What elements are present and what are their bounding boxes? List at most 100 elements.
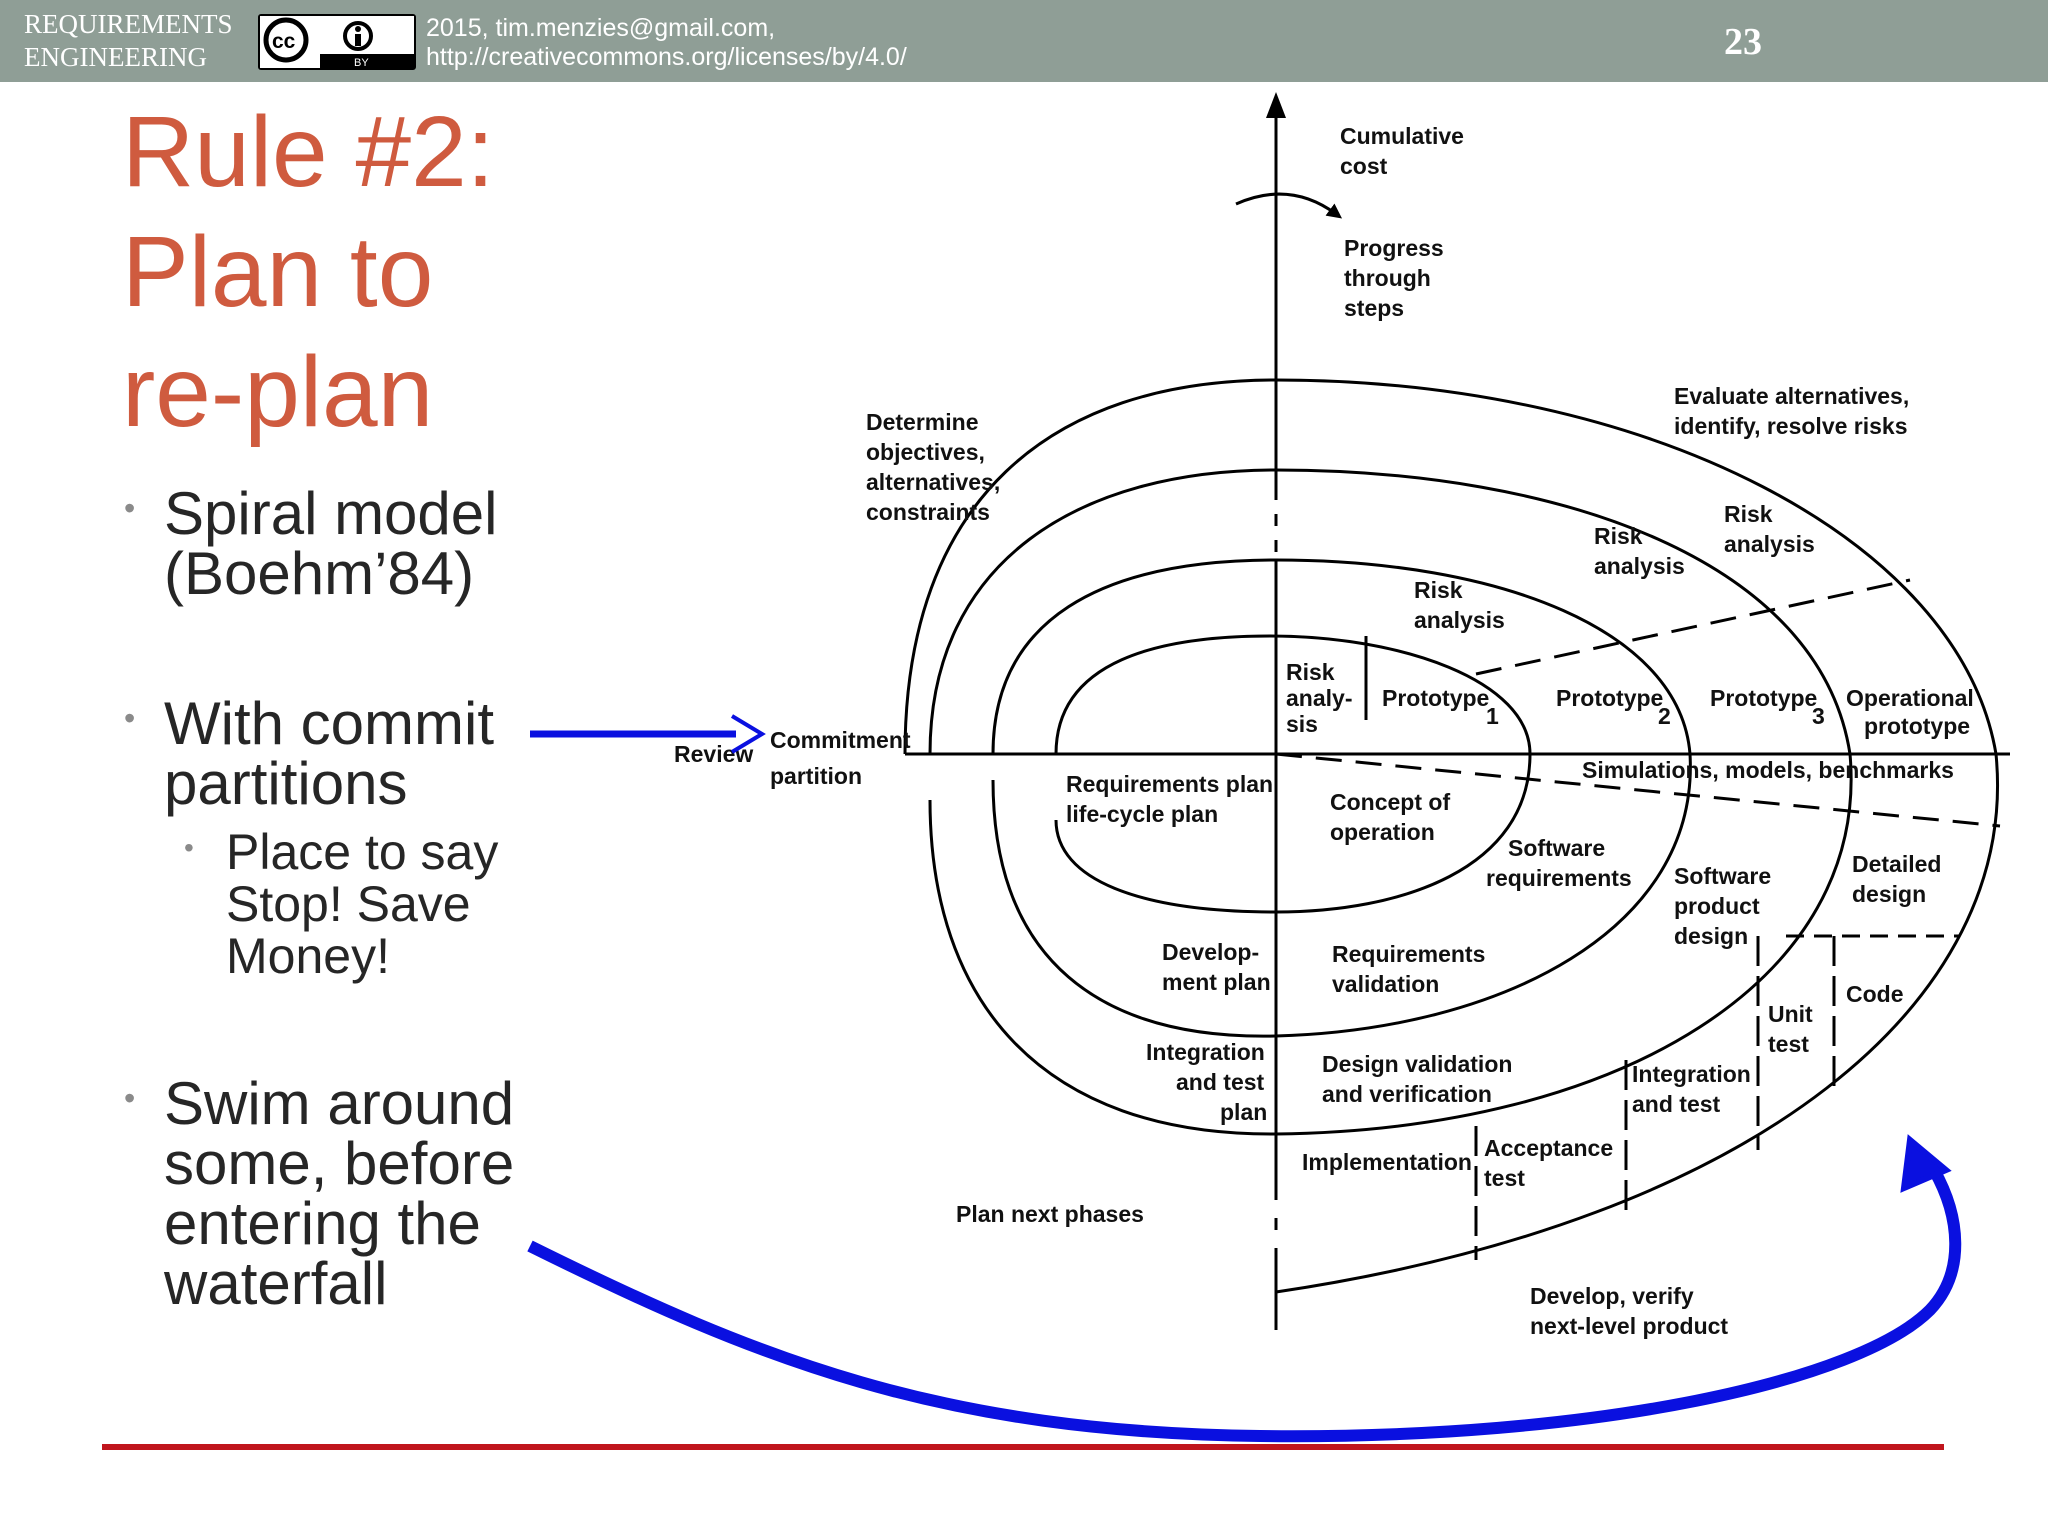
risk-analysis-inner-label: Risk [1286, 659, 1335, 685]
waterfall-arrow [527, 1167, 1962, 1443]
risk-analysis-label: analysis [1724, 531, 1815, 557]
unit-test-label: test [1768, 1031, 1809, 1057]
detailed-design-label: design [1852, 881, 1926, 907]
progress-label: steps [1344, 295, 1404, 321]
bullet-spiral-model: Spiral model (Boehm’84) [120, 478, 498, 607]
bullet-line: entering the [164, 1190, 481, 1257]
software-requirements-label: requirements [1486, 865, 1632, 891]
cc-by-icon: cc BY [260, 16, 414, 69]
requirements-validation-label: validation [1332, 971, 1439, 997]
course-title-line1: REQUIREMENTS [24, 9, 233, 39]
course-title-line2: ENGINEERING [24, 42, 207, 72]
license-line1: 2015, tim.menzies@gmail.com, [426, 14, 776, 42]
risk-analysis-label: Risk [1594, 523, 1643, 549]
bullet-commit-partitions: With commit partitions Place to say Stop… [120, 688, 499, 984]
code-label: Code [1846, 981, 1904, 1007]
operational-prototype-label: Operational [1846, 685, 1974, 711]
evaluate-alternatives-label: Evaluate alternatives, [1674, 383, 1909, 409]
software-product-design-label: product [1674, 893, 1760, 919]
axis-arrowhead-icon [1266, 92, 1286, 118]
diagram-dividers [1275, 578, 2001, 1260]
prototype-2-label: Prototype [1556, 685, 1663, 711]
development-plan-label: ment plan [1162, 969, 1271, 995]
bullet-text: With commit partitions [120, 688, 498, 814]
risk-analysis-label: analysis [1594, 553, 1685, 579]
determine-objectives-label: Determine [866, 409, 978, 435]
bullet-text: Spiral model (Boehm’84) [120, 478, 498, 607]
commitment-label: Commitment [770, 727, 911, 753]
cumulative-cost-label: cost [1340, 153, 1388, 179]
bullet-line: Swim around [164, 1070, 515, 1137]
sub-bullet-line: Place to say [226, 824, 499, 880]
bullet-line: some, before [164, 1130, 515, 1197]
implementation-label: Implementation [1302, 1149, 1472, 1175]
develop-verify-label: Develop, verify [1530, 1283, 1694, 1309]
spiral-loop-1 [1054, 634, 1532, 914]
slide-header: REQUIREMENTS ENGINEERING cc BY 2015, tim… [0, 0, 2048, 82]
unit-test-label: Unit [1768, 1001, 1813, 1027]
bullet-line: With commit [164, 690, 494, 757]
risk-analysis-inner-label: sis [1286, 711, 1318, 737]
sub-bullet-line: Money! [226, 928, 390, 984]
simulations-label: Simulations, models, benchmarks [1582, 757, 1954, 783]
design-validation-label: Design validation [1322, 1051, 1512, 1077]
bottom-rule [102, 1444, 1944, 1450]
spiral-loop-2 [991, 558, 1692, 1038]
spiral-loops [903, 378, 1999, 1294]
progress-label: through [1344, 265, 1431, 291]
integration-test-plan-label: plan [1220, 1099, 1267, 1125]
spiral-loop-4 [903, 378, 1999, 1294]
license-text: 2015, tim.menzies@gmail.com, http://crea… [426, 14, 907, 72]
spiral-loop-3 [928, 468, 1853, 1136]
bullet-line: (Boehm’84) [164, 540, 475, 607]
determine-objectives-label: alternatives, [866, 469, 1000, 495]
risk-analysis-label: analysis [1414, 607, 1505, 633]
detailed-design-label: Detailed [1852, 851, 1941, 877]
develop-verify-label: next-level product [1530, 1313, 1728, 1339]
prototype-3-sub: 3 [1812, 703, 1825, 729]
cumulative-cost-label: Cumulative [1340, 123, 1464, 149]
determine-objectives-label: objectives, [866, 439, 985, 465]
bullet-swim-around: Swim around some, before entering the wa… [120, 1068, 515, 1314]
cc-by-label: BY [354, 57, 369, 68]
slide-title: Rule #2: Plan to re-plan [122, 92, 494, 452]
cc-icon [263, 17, 309, 63]
title-line2: Plan to [122, 216, 434, 328]
evaluate-alternatives-label: identify, resolve risks [1674, 413, 1908, 439]
prototype-1-sub: 1 [1486, 703, 1499, 729]
operational-prototype-label: prototype [1864, 713, 1970, 739]
bullet-text: Swim around some, before entering the wa… [120, 1068, 515, 1314]
prototype-2-sub: 2 [1658, 703, 1671, 729]
bullet-line: Spiral model [164, 480, 498, 547]
requirements-plan-label: life-cycle plan [1066, 801, 1218, 827]
sub-bullet-stop: Place to say Stop! Save Money! [120, 822, 499, 984]
prototype-1-label: Prototype [1382, 685, 1489, 711]
development-plan-label: Develop- [1162, 939, 1259, 965]
risk-analysis-label: Risk [1724, 501, 1773, 527]
diagram-labels: Cumulative cost Progress through steps D… [674, 123, 1974, 1339]
prototype-3-label: Prototype [1710, 685, 1817, 711]
software-product-design-label: design [1674, 923, 1748, 949]
design-validation-label: and verification [1322, 1081, 1492, 1107]
commit-arrowhead-icon [730, 714, 766, 754]
concept-of-operation-label: Concept of [1330, 789, 1450, 815]
title-line3: re-plan [122, 336, 434, 448]
page-number: 23 [1724, 21, 1762, 63]
requirements-validation-label: Requirements [1332, 941, 1485, 967]
integration-test-label: and test [1632, 1091, 1721, 1117]
risk-analysis-inner-label: analy- [1286, 685, 1352, 711]
progress-arrow-icon [1235, 192, 1343, 219]
concept-of-operation-label: operation [1330, 819, 1435, 845]
creative-commons-badge: cc BY [258, 14, 416, 70]
requirements-plan-label: Requirements plan [1066, 771, 1273, 797]
course-title: REQUIREMENTS ENGINEERING [24, 8, 233, 74]
determine-objectives-label: constraints [866, 499, 990, 525]
sub-bullet-line: Stop! Save [226, 876, 471, 932]
annotation-arrows [527, 714, 1962, 1443]
risk-analysis-label: Risk [1414, 577, 1463, 603]
acceptance-test-label: test [1484, 1165, 1525, 1191]
waterfall-arrowhead-icon [1900, 1134, 1952, 1193]
title-line1: Rule #2: [122, 96, 495, 208]
integration-test-plan-label: and test [1176, 1069, 1265, 1095]
